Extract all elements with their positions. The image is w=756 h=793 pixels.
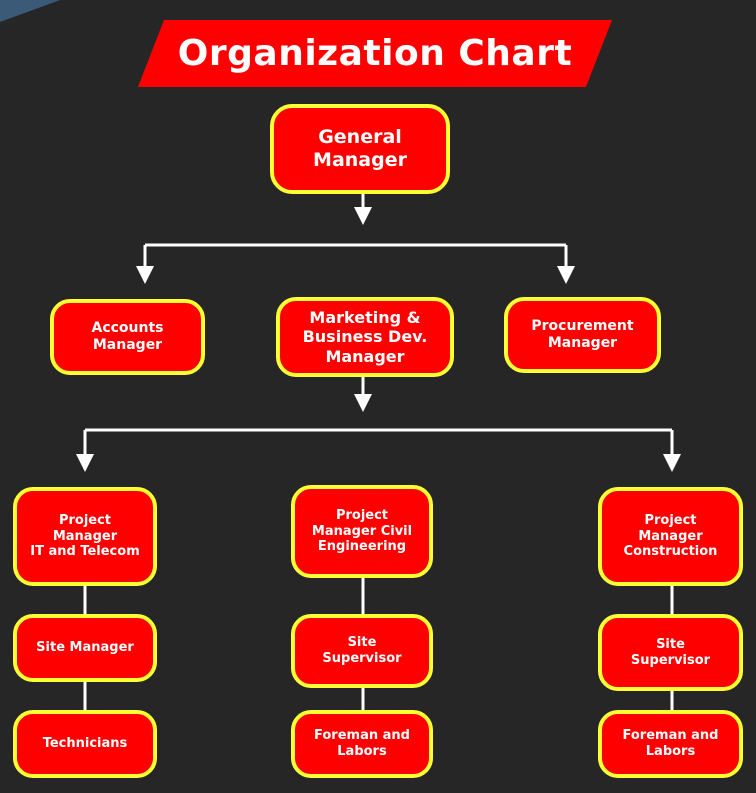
- node-accounts-manager: Accounts Manager: [50, 299, 205, 375]
- node-procurement-manager: Procurement Manager: [504, 297, 661, 373]
- node-foreman-civil: Foreman and Labors: [291, 710, 433, 778]
- page-title: Organization Chart: [177, 33, 573, 74]
- node-site-supervisor-civil: Site Supervisor: [291, 614, 433, 688]
- node-technicians: Technicians: [13, 710, 157, 778]
- node-general-manager: General Manager: [270, 104, 450, 194]
- node-foreman-construction: Foreman and Labors: [598, 710, 743, 778]
- arrow-down-icon: [354, 207, 372, 225]
- node-pm-civil: Project Manager Civil Engineering: [291, 485, 433, 578]
- arrow-down-icon: [76, 454, 94, 472]
- node-site-manager: Site Manager: [13, 614, 157, 682]
- node-pm-it-telecom: Project Manager IT and Telecom: [13, 487, 157, 586]
- arrow-down-icon: [354, 394, 372, 412]
- arrow-down-icon: [663, 454, 681, 472]
- node-pm-construction: Project Manager Construction: [598, 487, 743, 586]
- arrow-down-icon: [136, 266, 154, 284]
- arrow-down-icon: [557, 266, 575, 284]
- node-marketing-manager: Marketing & Business Dev. Manager: [276, 297, 454, 377]
- node-site-supervisor-construction: Site Supervisor: [598, 614, 743, 691]
- title-banner: Organization Chart: [138, 20, 612, 87]
- corner-decoration: [0, 0, 60, 22]
